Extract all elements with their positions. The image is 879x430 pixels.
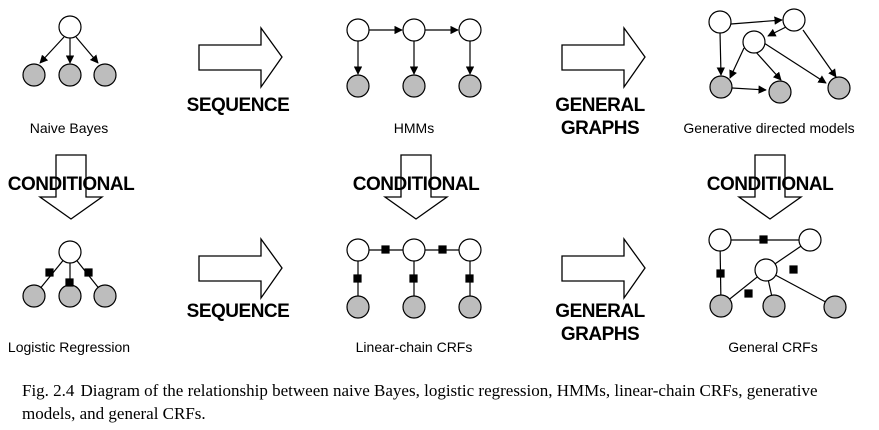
hmm-hidden-node	[402, 18, 426, 42]
crf-chain-factor	[438, 245, 447, 254]
crf-chain-observed-node	[458, 295, 482, 319]
hmm-observed-node	[402, 74, 426, 98]
general-crf-factor	[789, 265, 798, 274]
logistic-factor	[65, 278, 74, 287]
logistic-observed-node	[22, 284, 46, 308]
general-crf-factor	[716, 269, 725, 278]
down-block-arrow-middle	[382, 154, 450, 220]
general-crf-hidden-node	[798, 228, 822, 252]
linear-chain-crfs-label: Linear-chain CRFs	[356, 339, 473, 355]
graphs-label-bottom: GRAPHS	[561, 324, 639, 345]
naive-bayes-observed-node	[22, 63, 46, 87]
generative-hidden-node	[708, 10, 732, 34]
general-crf-hidden-node	[708, 228, 732, 252]
down-block-arrow-left	[37, 154, 105, 220]
generative-directed-label: Generative directed models	[683, 120, 854, 136]
general-crf-factor	[759, 235, 768, 244]
generative-hidden-node	[742, 30, 766, 54]
general-crf-hidden-node	[754, 258, 778, 282]
logistic-factor	[45, 268, 54, 277]
crf-chain-hidden-node	[402, 238, 426, 262]
logistic-observed-node	[58, 284, 82, 308]
crf-chain-factor	[409, 274, 418, 283]
general-label-bottom: GENERAL	[555, 301, 645, 322]
figure-caption-text: Diagram of the relationship between naiv…	[22, 381, 818, 423]
general-crfs-label: General CRFs	[728, 339, 817, 355]
logistic-regression-label: Logistic Regression	[8, 339, 130, 355]
naive-bayes-hidden-node	[58, 15, 82, 39]
crf-chain-factor	[353, 274, 362, 283]
crf-chain-factor	[381, 245, 390, 254]
hmms-label: HMMs	[394, 120, 434, 136]
hmm-observed-node	[346, 74, 370, 98]
generative-observed-node	[827, 76, 851, 100]
down-block-arrow-right	[736, 154, 804, 220]
generative-hidden-node	[782, 8, 806, 32]
logistic-observed-node	[93, 284, 117, 308]
hmm-observed-node	[458, 74, 482, 98]
conditional-label-right: CONDITIONAL	[707, 174, 834, 195]
generative-observed-node	[709, 75, 733, 99]
naive-bayes-observed-node	[93, 63, 117, 87]
crf-chain-observed-node	[402, 295, 426, 319]
generative-observed-node	[768, 80, 792, 104]
crf-chain-hidden-node	[346, 238, 370, 262]
figure-number: Fig. 2.4	[22, 381, 75, 400]
naive-bayes-graph	[22, 15, 117, 87]
general-crf-factor	[744, 289, 753, 298]
hmm-graph	[346, 18, 482, 98]
right-block-arrow-general-bottom	[561, 236, 646, 301]
right-block-arrow-sequence-top	[198, 25, 283, 90]
logistic-regression-graph	[22, 240, 117, 308]
general-label-top: GENERAL	[555, 95, 645, 116]
crf-chain-hidden-node	[458, 238, 482, 262]
general-crf-graph	[708, 228, 847, 319]
linear-chain-crf-graph	[346, 238, 482, 319]
hmm-hidden-node	[458, 18, 482, 42]
conditional-label-middle: CONDITIONAL	[353, 174, 480, 195]
right-block-arrow-general-top	[561, 25, 646, 90]
crf-chain-observed-node	[346, 295, 370, 319]
general-crf-observed-node	[762, 294, 786, 318]
sequence-label-top: SEQUENCE	[187, 95, 290, 116]
right-block-arrow-sequence-bottom	[198, 236, 283, 301]
hmm-hidden-node	[346, 18, 370, 42]
conditional-label-left: CONDITIONAL	[8, 174, 135, 195]
logistic-factor	[84, 268, 93, 277]
crf-chain-factor	[465, 274, 474, 283]
generative-directed-graph	[708, 8, 851, 104]
general-crf-observed-node	[823, 295, 847, 319]
naive-bayes-label: Naive Bayes	[30, 120, 109, 136]
logistic-hidden-node	[58, 240, 82, 264]
naive-bayes-observed-node	[58, 63, 82, 87]
graphs-label-top: GRAPHS	[561, 118, 639, 139]
sequence-label-bottom: SEQUENCE	[187, 301, 290, 322]
general-crf-observed-node	[709, 294, 733, 318]
